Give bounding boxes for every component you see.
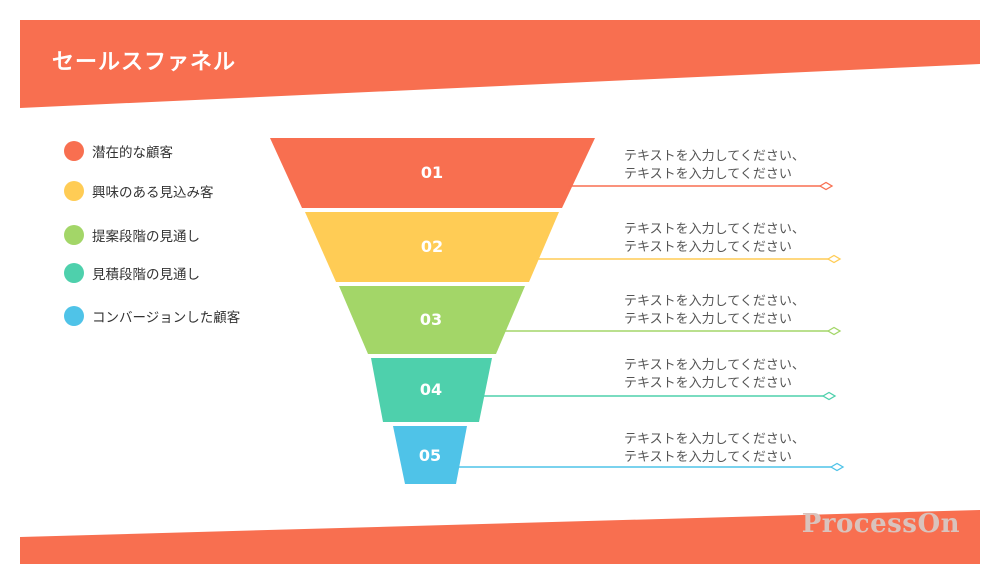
stage-3-number: 03 <box>420 310 442 329</box>
stage-5-text-line-2: テキストを入力してください <box>624 450 792 465</box>
legend-item-3: 提案段階の見通し <box>64 224 200 246</box>
stage-2-text-line-1: テキストを入力してください、 <box>624 222 805 237</box>
stage-2-number: 02 <box>421 237 443 256</box>
stage-5-text-line-1: テキストを入力してください、 <box>624 432 805 447</box>
legend-item-4: 見積段階の見通し <box>64 262 200 284</box>
page-title: セールスファネル <box>52 50 237 75</box>
stage-3-description: テキストを入力してください、 テキストを入力してください <box>624 293 805 329</box>
stage-5-number: 05 <box>419 446 441 465</box>
stage-5-connector-diamond <box>829 462 845 472</box>
stage-4-text-line-2: テキストを入力してください <box>624 376 792 391</box>
legend-label-1: 潜在的な顧客 <box>92 145 173 161</box>
bottom-banner <box>20 510 980 564</box>
stage-4-text-line-1: テキストを入力してください、 <box>624 358 805 373</box>
stage-3-text-line-1: テキストを入力してください、 <box>624 294 805 309</box>
stage-1-text-line-1: テキストを入力してください、 <box>624 149 805 164</box>
legend-label-2: 興味のある見込み客 <box>92 185 214 201</box>
stage-2-text-line-2: テキストを入力してください <box>624 240 792 255</box>
stage-1-connector-diamond <box>818 181 834 191</box>
top-banner <box>20 20 980 108</box>
funnel: 01 02 03 04 05 <box>270 138 595 484</box>
legend-item-1: 潜在的な顧客 <box>64 140 173 162</box>
stage-2-connector-diamond <box>826 254 842 264</box>
legend-dot-1 <box>64 141 84 161</box>
legend-item-2: 興味のある見込み客 <box>64 180 214 202</box>
legend-dot-3 <box>64 225 84 245</box>
stage-3-text-line-2: テキストを入力してください <box>624 312 792 327</box>
funnel-segment-4 <box>371 358 492 422</box>
legend-dot-4 <box>64 263 84 283</box>
stage-2-description: テキストを入力してください、 テキストを入力してください <box>624 221 805 257</box>
legend-label-3: 提案段階の見通し <box>92 229 200 245</box>
stage-4-connector-diamond <box>821 391 837 401</box>
legend-label-4: 見積段階の見通し <box>92 267 200 283</box>
stage-1-number: 01 <box>421 163 443 182</box>
stage-1-text-line-2: テキストを入力してください <box>624 167 792 182</box>
funnel-segment-1 <box>270 138 595 208</box>
funnel-segment-2 <box>305 212 559 282</box>
funnel-segment-3 <box>339 286 525 354</box>
legend-label-5: コンバージョンした顧客 <box>92 310 241 326</box>
legend-item-5: コンバージョンした顧客 <box>64 305 240 327</box>
processon-watermark: ProcessOn <box>801 509 960 539</box>
stage-4-number: 04 <box>420 380 442 399</box>
legend-dot-5 <box>64 306 84 326</box>
funnel-segment-5 <box>393 426 467 484</box>
legend-dot-2 <box>64 181 84 201</box>
stage-1-description: テキストを入力してください、 テキストを入力してください <box>624 148 805 184</box>
stage-4-description: テキストを入力してください、 テキストを入力してください <box>624 357 805 393</box>
connectors <box>458 181 845 472</box>
stage-3-connector-diamond <box>826 326 842 336</box>
stage-5-description: テキストを入力してください、 テキストを入力してください <box>624 431 805 467</box>
